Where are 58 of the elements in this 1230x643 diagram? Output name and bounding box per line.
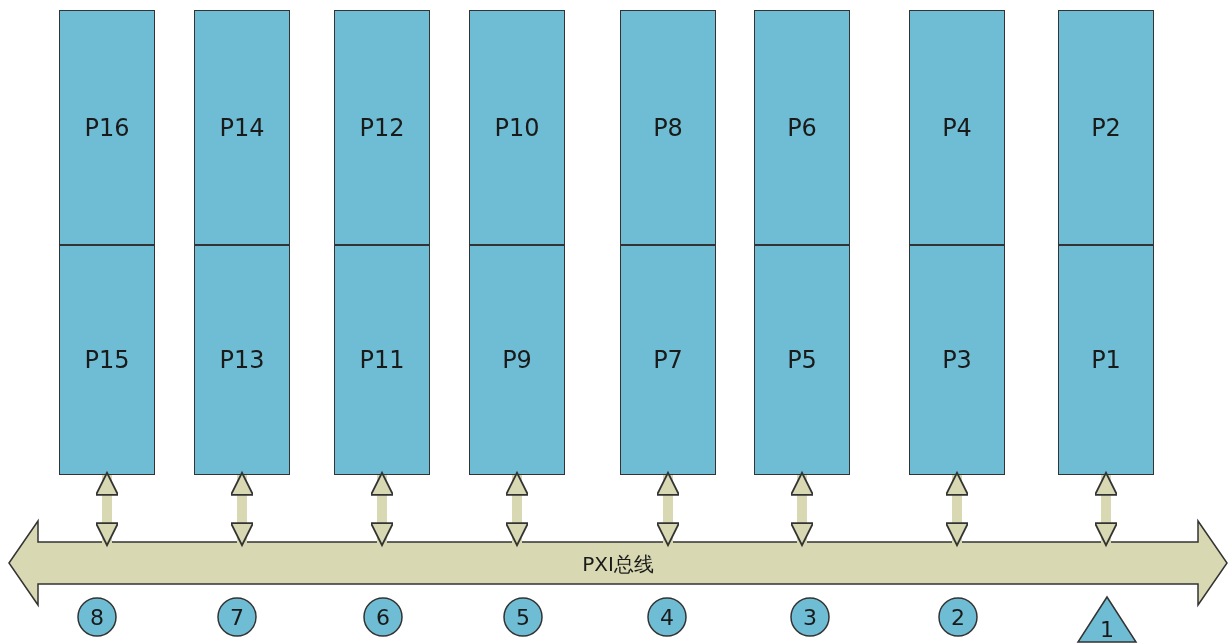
slot-number: 2 <box>951 604 965 630</box>
module-label: P14 <box>219 113 265 142</box>
module-label: P2 <box>1091 113 1121 142</box>
module-label: P8 <box>653 113 683 142</box>
process-box <box>754 10 850 245</box>
slot-number: 1 <box>1100 616 1114 642</box>
process-box <box>334 245 430 475</box>
module-label: P13 <box>219 346 265 374</box>
process-box <box>909 245 1005 475</box>
double-arrow <box>95 471 119 547</box>
module-label: P11 <box>359 346 405 374</box>
process-box <box>909 10 1005 245</box>
process-box <box>620 10 716 245</box>
module-label: P7 <box>653 346 683 374</box>
module-label: P12 <box>359 113 405 142</box>
double-arrow <box>370 471 394 547</box>
bus-label: PXI总线 <box>582 550 654 578</box>
module-label: P1 <box>1091 346 1121 374</box>
process-box <box>754 245 850 475</box>
process-box <box>469 245 565 475</box>
process-box <box>620 245 716 475</box>
module-label: P16 <box>84 113 130 142</box>
module-label: P6 <box>787 113 817 142</box>
process-box <box>194 245 290 475</box>
module-label: P15 <box>84 346 130 374</box>
module-label: P9 <box>502 346 532 374</box>
process-box <box>469 10 565 245</box>
slot-number: 7 <box>230 604 244 630</box>
process-box <box>334 10 430 245</box>
slot-number: 5 <box>516 604 530 630</box>
module-label: P4 <box>942 113 972 142</box>
double-arrow <box>945 471 969 547</box>
double-arrow <box>790 471 814 547</box>
module-label: P5 <box>787 346 817 374</box>
bus-arrow <box>8 520 1228 606</box>
module-label: P3 <box>942 346 972 374</box>
module-label: P10 <box>494 113 540 142</box>
slot-number: 3 <box>803 604 817 630</box>
slot-circle <box>363 597 403 637</box>
slot-triangle <box>1077 596 1137 642</box>
process-box <box>194 10 290 245</box>
process-box <box>1058 245 1154 475</box>
slot-circle <box>503 597 543 637</box>
double-arrow <box>505 471 529 547</box>
slot-number: 4 <box>660 604 674 630</box>
double-arrow <box>656 471 680 547</box>
double-arrow <box>230 471 254 547</box>
process-box <box>59 10 155 245</box>
slot-circle <box>77 597 117 637</box>
slot-circle <box>790 597 830 637</box>
double-arrow <box>1094 471 1118 547</box>
slot-circle <box>647 597 687 637</box>
slot-circle <box>938 597 978 637</box>
slot-number: 6 <box>376 604 390 630</box>
slot-circle <box>217 597 257 637</box>
slot-number: 8 <box>90 604 104 630</box>
process-box <box>1058 10 1154 245</box>
process-box <box>59 245 155 475</box>
